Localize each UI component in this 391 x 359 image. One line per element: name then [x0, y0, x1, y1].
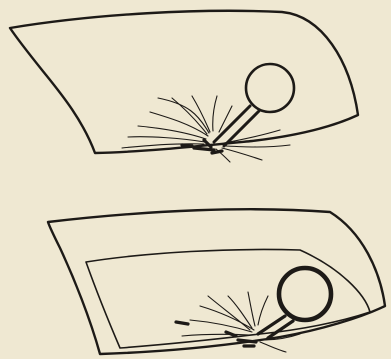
line-drawing-illustration — [0, 0, 391, 359]
paper-background — [0, 0, 391, 359]
